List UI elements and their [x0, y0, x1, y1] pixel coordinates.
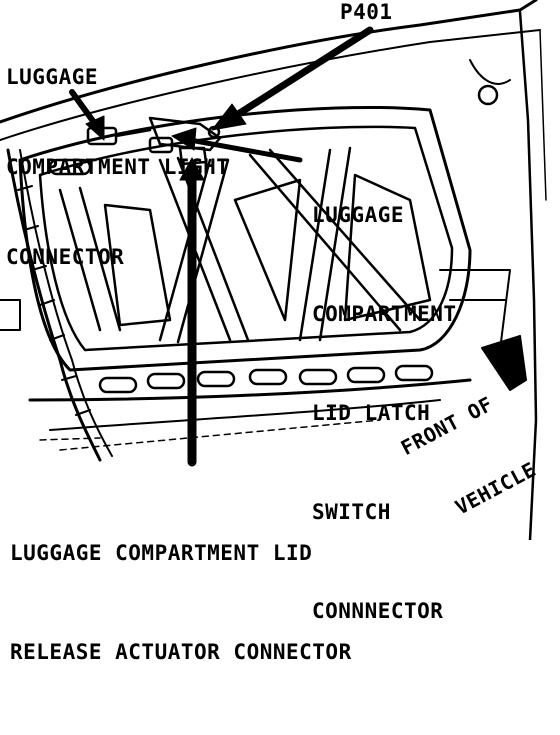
- latch-switch-connector: [148, 136, 174, 154]
- rib-right: [298, 146, 352, 342]
- lid-outer-edge-inner: [0, 29, 541, 141]
- label-line: LUGGAGE: [312, 203, 405, 227]
- label-light-connector: LUGGAGE COMPARTMENT LIGHT CONNECTOR: [6, 2, 229, 332]
- rib-far-right: [248, 148, 422, 332]
- arrow-front-of-vehicle: [481, 335, 527, 391]
- cutout-2: [233, 178, 302, 322]
- label-line: COMPARTMENT: [312, 302, 457, 326]
- label-line: FRONT OF: [396, 391, 497, 460]
- label-line: COMPARTMENT LIGHT: [6, 155, 230, 179]
- label-line: SWITCH: [312, 500, 391, 524]
- arrow-light: [69, 89, 105, 141]
- rib-left: [58, 186, 122, 332]
- cutout-1: [103, 203, 172, 327]
- lower-slot-row: [98, 364, 434, 394]
- arrow-release-actuator: [179, 157, 205, 467]
- right-lower-panel: [439, 269, 511, 351]
- label-line: RELEASE ACTUATOR CONNECTOR: [10, 640, 352, 664]
- left-bracket: [0, 299, 21, 331]
- release-actuator-connector: [178, 146, 208, 166]
- body-right-edge: [518, 10, 538, 540]
- label-line: VEHICLE: [451, 457, 540, 520]
- label-line: CONNECTOR: [6, 245, 125, 269]
- cutout-3: [343, 173, 432, 322]
- diagram: LUGGAGE COMPARTMENT LIGHT CONNECTOR P401…: [0, 0, 547, 664]
- arrow-p401: [211, 26, 374, 131]
- harness-clips: [17, 185, 91, 416]
- label-p401: P401: [340, 0, 393, 24]
- label-release-actuator-connector: LUGGAGE COMPARTMENT LID RELEASE ACTUATOR…: [10, 471, 352, 735]
- right-bolt: [477, 84, 499, 106]
- label-line: LID LATCH: [312, 401, 431, 425]
- lid-bottom-edge-2: [49, 399, 441, 431]
- wiring-harness: [6, 148, 102, 462]
- label-line: LUGGAGE COMPARTMENT LID: [10, 541, 313, 565]
- lid-bottom-edge: [28, 378, 472, 402]
- slot-top: [48, 158, 92, 176]
- luggage-lid-drawing: [0, 0, 547, 540]
- body-right-edge-2: [539, 29, 547, 201]
- arrow-latch-switch: [171, 127, 303, 163]
- wiring-harness-2: [19, 149, 113, 457]
- lid-outer-edge: [0, 0, 538, 124]
- label-line: LUGGAGE: [6, 65, 99, 89]
